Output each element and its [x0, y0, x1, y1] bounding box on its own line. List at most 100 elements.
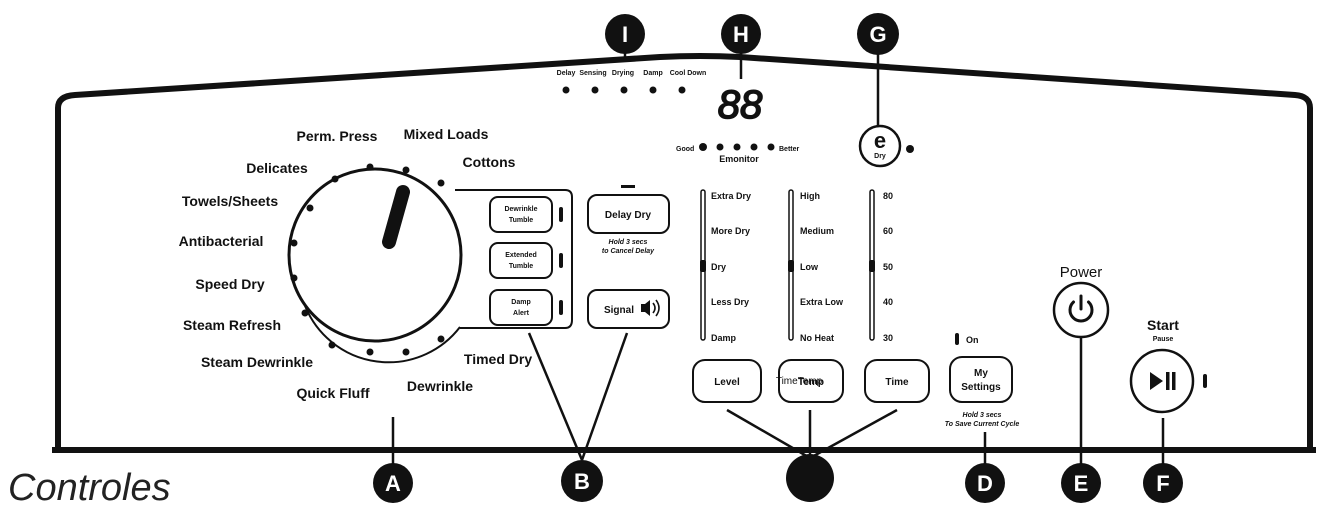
dial-pointer	[382, 185, 410, 249]
dry-level-more-dry: More Dry	[711, 226, 750, 236]
status-lights: Delay Sensing Drying Damp Cool Down	[557, 70, 707, 94]
cycle-quick-fluff: Quick Fluff	[296, 385, 369, 401]
time-30: 30	[883, 333, 893, 343]
svg-text:Dry: Dry	[874, 153, 886, 160]
cycle-steam-dewrinkle: Steam Dewrinkle	[201, 354, 313, 370]
extended-tumble-button[interactable]: Extended Tumble	[489, 242, 553, 279]
damp-alert-indicator-light	[559, 300, 563, 315]
power-label: Power	[1060, 264, 1103, 281]
dial-bracket	[455, 189, 573, 329]
play-pause-icon	[1150, 372, 1176, 390]
cycle-mixed-loads: Mixed Loads	[404, 126, 489, 142]
temp-button[interactable]: Temp	[778, 359, 844, 403]
time-80: 80	[883, 191, 893, 201]
svg-text:E: E	[1074, 471, 1089, 496]
callout-d: D	[965, 463, 1005, 503]
callout-unlabeled	[786, 454, 834, 502]
dry-level-dry: Dry	[711, 262, 726, 272]
extended-tumble-indicator-light	[559, 253, 563, 268]
edry-indicator: e Dry	[858, 124, 914, 168]
my-settings-on-light	[955, 333, 959, 345]
digital-display: 88	[717, 82, 764, 128]
edry-indicator-light	[906, 145, 914, 153]
time-button[interactable]: Time	[864, 359, 930, 403]
delay-indicator-light	[621, 185, 635, 188]
time-40: 40	[883, 297, 893, 307]
cycle-timed-dry: Timed Dry	[464, 351, 532, 367]
pause-label: Pause	[1153, 336, 1174, 343]
callout-h: H	[721, 14, 761, 54]
start-pause-button[interactable]	[1129, 348, 1195, 414]
damp-alert-button[interactable]: Damp Alert	[489, 289, 553, 326]
status-drying-label: Drying	[612, 70, 634, 77]
cycle-cottons: Cottons	[463, 154, 516, 170]
svg-text:Settings: Settings	[961, 382, 1001, 393]
svg-text:Delay Dry: Delay Dry	[605, 210, 652, 221]
cycle-antibacterial: Antibacterial	[179, 233, 264, 249]
svg-text:G: G	[869, 22, 886, 47]
my-settings-on-label: On	[966, 335, 979, 345]
svg-text:Level: Level	[714, 377, 740, 388]
temp-scale: High Medium Low Extra Low No Heat	[788, 189, 844, 343]
svg-text:F: F	[1156, 471, 1169, 496]
signal-button[interactable]: Signal	[587, 289, 670, 329]
cycle-perm-press: Perm. Press	[297, 128, 378, 144]
dewrinkle-tumble-button[interactable]: Dewrinkle Tumble	[489, 196, 553, 233]
svg-text:A: A	[385, 471, 401, 496]
cycle-selector[interactable]: Perm. Press Mixed Loads Delicates Cotton…	[179, 126, 573, 401]
callout-i: I	[605, 14, 645, 54]
delay-note-line2: to Cancel Delay	[602, 248, 655, 255]
svg-text:Tumble: Tumble	[509, 263, 533, 270]
svg-text:H: H	[733, 22, 749, 47]
section-title: Controles	[8, 467, 171, 507]
emonitor-label: Emonitor	[719, 154, 759, 164]
level-button[interactable]: Level	[692, 359, 762, 403]
cycle-speed-dry: Speed Dry	[195, 276, 264, 292]
start-label: Start	[1147, 317, 1179, 333]
status-cooldown-label: Cool Down	[670, 70, 707, 77]
my-settings-button[interactable]: My Settings	[949, 356, 1013, 403]
svg-text:D: D	[977, 471, 993, 496]
dial-position-dots	[290, 163, 445, 356]
callout-a: A	[373, 463, 413, 503]
power-button[interactable]	[1052, 281, 1110, 339]
svg-text:Tumble: Tumble	[509, 217, 533, 224]
svg-text:Temp: Temp	[798, 377, 824, 388]
emonitor-better-label: Better	[779, 146, 800, 153]
time-scale: 80 60 50 40 30	[869, 189, 893, 343]
cycle-dial-knob[interactable]	[287, 167, 463, 343]
delay-dry-button[interactable]: Delay Dry	[587, 194, 670, 234]
svg-text:Time: Time	[885, 377, 909, 388]
dry-level-less-dry: Less Dry	[711, 297, 749, 307]
temp-extra-low: Extra Low	[800, 297, 844, 307]
callout-g: G	[857, 13, 899, 55]
svg-text:B: B	[574, 469, 590, 494]
emonitor: Good Better Emonitor	[676, 143, 800, 164]
panel-outline	[55, 53, 1313, 450]
svg-text:Signal: Signal	[604, 305, 634, 316]
status-damp-label: Damp	[643, 70, 662, 77]
my-settings-note-line2: To Save Current Cycle	[945, 421, 1020, 428]
cycle-delicates: Delicates	[246, 160, 308, 176]
temp-selected-light	[788, 260, 794, 272]
dry-level-selected-light	[700, 260, 706, 272]
time-60: 60	[883, 226, 893, 236]
temp-no-heat: No Heat	[800, 333, 834, 343]
emonitor-good-label: Good	[676, 146, 694, 153]
callout-f: F	[1143, 463, 1183, 503]
time-selected-light	[869, 260, 875, 272]
callout-lines	[391, 50, 1165, 466]
temp-high: High	[800, 191, 820, 201]
dewrinkle-indicator-light	[559, 207, 563, 222]
display-digits: 88	[718, 83, 763, 127]
status-delay-label: Delay	[557, 70, 576, 77]
speaker-icon	[641, 299, 660, 317]
svg-text:Extended: Extended	[505, 252, 537, 259]
svg-text:My: My	[974, 368, 988, 379]
cycle-dewrinkle: Dewrinkle	[407, 378, 473, 394]
svg-text:Alert: Alert	[513, 310, 530, 317]
callout-e: E	[1061, 463, 1101, 503]
time-50: 50	[883, 262, 893, 272]
my-settings-note-line1: Hold 3 secs	[963, 412, 1002, 419]
